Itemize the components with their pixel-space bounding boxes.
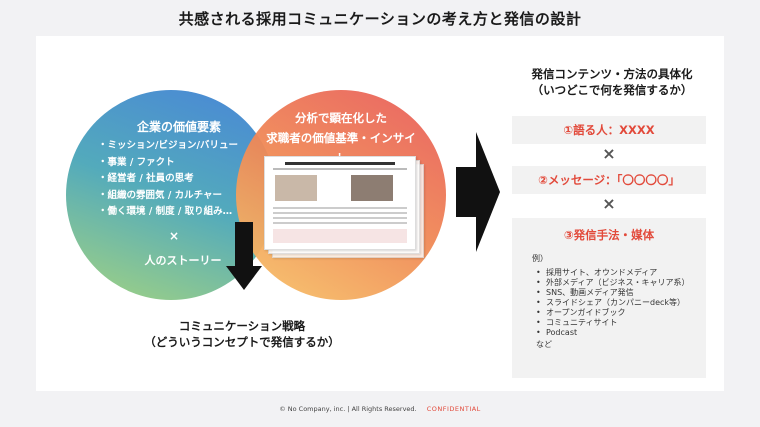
right-arrow-icon [456,132,500,252]
list-item: 採用サイト、オウンドメディア [536,268,686,278]
down-arrow-icon [226,222,262,290]
content-method-heading-line2: （いつどこで何を発信するか） [531,83,693,97]
people-story-label: 人のストーリー [144,254,222,267]
channels-list: 採用サイト、オウンドメディア 外部メディア（ビジネス・キャリア系） SNS、動画… [536,268,706,338]
list-item: 外部メディア（ビジネス・キャリア系） [536,278,689,288]
list-item: コミュニティサイト [536,318,686,328]
list-item: 働く環境 / 制度 / 取り組み… [98,204,268,221]
company-values-title: 企業の価値要素 [136,120,221,134]
list-item: Podcast [536,328,686,338]
times-sign: × [169,229,180,243]
times-sign: × [602,144,616,163]
content-method-heading-line1: 発信コンテンツ・方法の具体化 [531,67,693,81]
channels-box: ③発信手法・媒体 例） 採用サイト、オウンドメディア 外部メディア（ビジネス・キ… [512,218,706,378]
list-item: 事業 / ファクト [98,155,268,172]
message-box: ②メッセージ：「〇〇〇〇」 [512,166,706,194]
communication-strategy: コミュニケーション戦略 （どういうコンセプトで発信するか） [122,318,362,350]
strategy-line1: コミュニケーション戦略 [178,319,306,333]
photo-icon [275,175,317,201]
list-item: SNS、動画メディア発信 [536,288,686,298]
list-item: オープンガイドブック [536,308,686,318]
footer: © No Company, inc. | All Rights Reserved… [0,405,760,413]
photo-icon [351,175,393,201]
list-item: スライドシェア（カンパニーdeck等） [536,298,686,308]
speaker-box: ①語る人：XXXX [512,116,706,144]
etc-label: など [536,340,552,349]
list-item: 組織の雰囲気 / カルチャー [98,188,268,205]
times-sign: × [602,194,616,213]
channels-title: ③発信手法・媒体 [563,228,655,242]
slide-title: 共感される採用コミュニケーションの考え方と発信の設計 [178,10,582,28]
list-item: 経営者 / 社員の思考 [98,171,268,188]
list-item: ミッション/ビジョン/バリュー [98,138,268,155]
document-thumbnail [264,156,416,250]
candidate-insight-title-line1: 分析で顕在化した [295,111,387,125]
example-label: 例） [532,254,548,263]
content-method-heading: 発信コンテンツ・方法の具体化 （いつどこで何を発信するか） [512,66,712,98]
strategy-line2: （どういうコンセプトで発信するか） [144,335,340,349]
confidential-label: CONFIDENTIAL [426,405,481,413]
company-values-list: ミッション/ビジョン/バリュー 事業 / ファクト 経営者 / 社員の思考 組織… [98,138,268,221]
content-panel: 企業の価値要素 ミッション/ビジョン/バリュー 事業 / ファクト 経営者 / … [36,36,724,391]
copyright-text: © No Company, inc. | All Rights Reserved… [279,405,417,413]
